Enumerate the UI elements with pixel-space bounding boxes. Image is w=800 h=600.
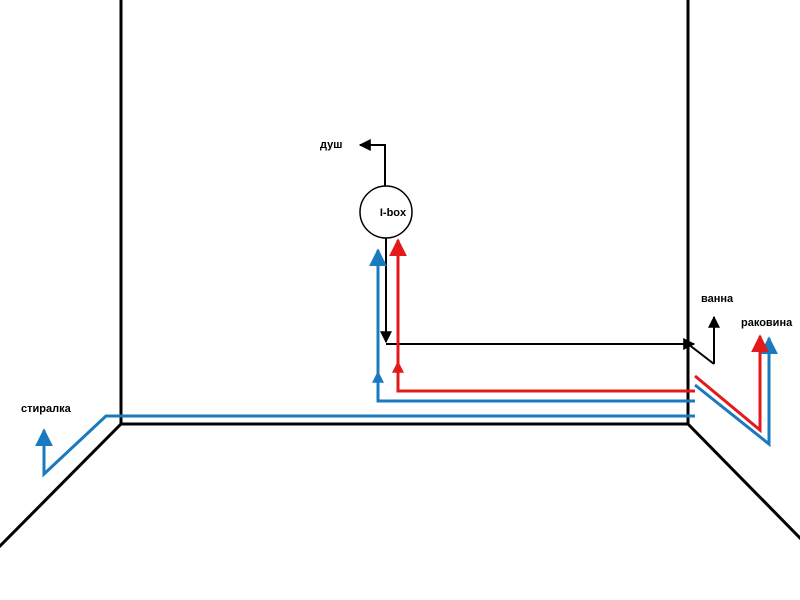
shower-outlet <box>358 139 386 186</box>
sink-label: раковина <box>741 317 793 329</box>
hot-water-pipes <box>389 238 769 434</box>
fixture-labels: душ ванна раковина стиралка <box>21 139 793 415</box>
hot-to-ibox <box>389 238 695 393</box>
hot-to-sink <box>694 334 769 434</box>
cold-to-ibox <box>369 248 695 403</box>
ibox: I-box <box>359 185 413 239</box>
shower-label: душ <box>320 139 342 151</box>
cold-to-washer <box>35 414 695 478</box>
ibox-circle <box>359 185 413 239</box>
washer-label: стиралка <box>21 403 72 415</box>
cold-to-sink <box>694 336 778 448</box>
ibox-label: I-box <box>380 207 407 219</box>
cold-water-pipes <box>35 248 778 478</box>
floor-left-diagonal <box>0 421 124 549</box>
shower-line <box>358 139 386 186</box>
bath-label: ванна <box>701 293 734 305</box>
drain-main <box>386 343 715 365</box>
drain-line <box>380 238 720 365</box>
floor-right-diagonal <box>685 421 800 541</box>
room-outline <box>0 0 800 549</box>
